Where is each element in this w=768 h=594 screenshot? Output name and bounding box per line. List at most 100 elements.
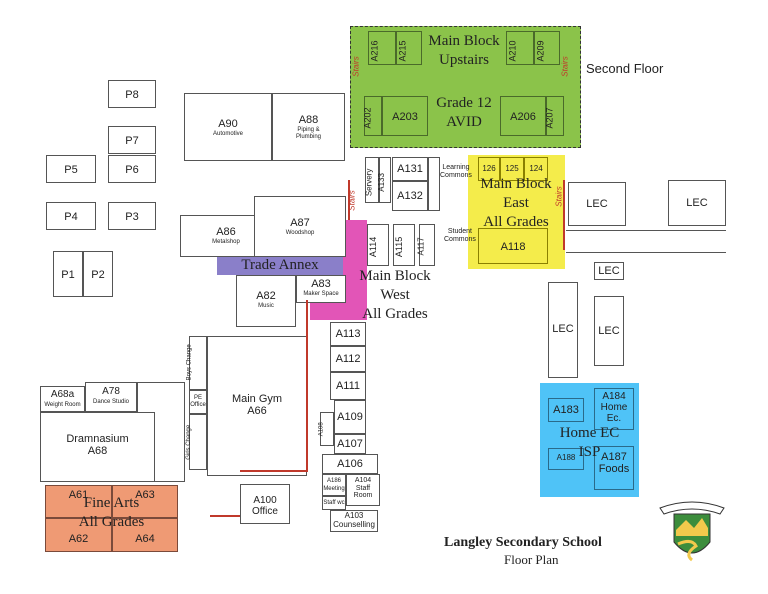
room-a109[interactable]: A109	[334, 400, 366, 434]
stairs-label: Stairs	[347, 190, 357, 211]
zone-east-title: Main Block East All Grades	[480, 176, 552, 230]
room-a216[interactable]: A216	[368, 31, 396, 65]
portable-p5[interactable]: P5	[46, 155, 96, 183]
room-number: A108	[318, 422, 325, 437]
school-crest-logo	[654, 498, 730, 568]
red-corridor-wall	[240, 470, 308, 472]
room-a61[interactable]: A61	[45, 485, 112, 518]
room-a83[interactable]: A83 Maker Space	[296, 275, 346, 303]
room-a68a[interactable]: A68a Weight Room	[40, 386, 85, 412]
room-number: A133	[376, 173, 386, 192]
room-a82[interactable]: A82 Music	[236, 275, 296, 327]
room-label: LEC	[598, 325, 620, 337]
room-a63[interactable]: A63	[112, 485, 178, 518]
room-number: A207	[544, 107, 555, 129]
room-boys-change[interactable]: Boys Change	[186, 336, 207, 390]
room-lec-3[interactable]: LEC	[594, 262, 624, 280]
room-label: LEC	[598, 265, 620, 277]
room-a106[interactable]: A106	[322, 454, 378, 474]
room-a187[interactable]: A187 Foods	[594, 446, 634, 490]
room-staff-wc[interactable]: Staff wc	[322, 496, 346, 510]
room-a66-main-gym[interactable]: Main Gym A66	[207, 336, 307, 476]
room-a78[interactable]: A78 Dance Studio	[85, 382, 137, 412]
room-124[interactable]: 124	[524, 157, 548, 181]
room-a186-meeting[interactable]: A186 Meeting	[322, 474, 346, 496]
room-number: A90	[218, 118, 238, 130]
room-a90[interactable]: A90 Automotive	[184, 93, 272, 161]
room-number: 124	[529, 164, 543, 173]
portable-p2[interactable]: P2	[83, 251, 113, 297]
room-a88[interactable]: A88 Piping & Plumbing	[272, 93, 345, 161]
room-a103-counselling[interactable]: A103 Counselling	[330, 510, 378, 532]
portable-p7[interactable]: P7	[108, 126, 156, 154]
room-number: A112	[335, 353, 361, 365]
room-a133[interactable]: A133	[376, 157, 391, 203]
room-label: Main Gym A66	[231, 393, 283, 418]
portable-p1[interactable]: P1	[53, 251, 83, 297]
room-a113[interactable]: A113	[330, 322, 366, 346]
room-a118[interactable]: A118	[478, 228, 548, 264]
room-label: PE Office	[190, 395, 206, 408]
room-a62[interactable]: A62	[45, 518, 112, 552]
room-name: Metalshop	[212, 239, 240, 245]
room-126[interactable]: 126	[478, 157, 500, 181]
zone-home-ec-title: Home EC ISP	[559, 425, 620, 460]
room-a183[interactable]: A183	[548, 398, 584, 422]
room-number: A83	[311, 278, 331, 290]
room-label: Staff wc	[323, 500, 345, 506]
room-lec-1[interactable]: LEC	[568, 182, 626, 226]
room-label: Boys Change	[186, 344, 193, 381]
room-number: A109	[337, 411, 363, 423]
room-a117[interactable]: A117	[417, 224, 435, 266]
red-corridor-wall	[563, 180, 565, 250]
zone-trade-title: Trade Annex	[241, 257, 319, 273]
room-label: Dramnasium A68	[66, 433, 129, 458]
room-lec-2[interactable]: LEC	[668, 180, 726, 226]
room-a207[interactable]: A207	[544, 96, 564, 136]
room-a64[interactable]: A64	[112, 518, 178, 552]
room-125[interactable]: 125	[500, 157, 524, 181]
room-a188[interactable]: A188	[548, 448, 584, 470]
room-label: LEC	[686, 197, 708, 209]
room-a108[interactable]: A108	[318, 412, 334, 446]
portable-p4[interactable]: P4	[46, 202, 96, 230]
stairs-label: Stairs	[560, 56, 570, 77]
room-label: A100 Office	[252, 495, 278, 517]
red-corridor-wall	[348, 180, 350, 220]
room-a104-staff-room[interactable]: A104 Staff Room	[346, 474, 380, 506]
room-a132[interactable]: A132	[392, 181, 428, 211]
zone-west-title: Main Block West All Grades	[359, 268, 431, 322]
room-small-rooms[interactable]	[428, 157, 440, 211]
room-a112[interactable]: A112	[330, 346, 366, 372]
portable-p6[interactable]: P6	[108, 155, 156, 183]
room-lec-4[interactable]: LEC	[594, 296, 624, 366]
room-lec-5[interactable]: LEC	[548, 282, 578, 378]
room-a215[interactable]: A215	[396, 31, 422, 65]
room-a100-office[interactable]: A100 Office	[240, 484, 290, 524]
room-a87[interactable]: A87 Woodshop	[254, 196, 346, 257]
portable-p3[interactable]: P3	[108, 202, 156, 230]
room-a131[interactable]: A131	[392, 157, 428, 181]
room-girls-change[interactable]: Girls Change	[186, 414, 207, 470]
room-a209[interactable]: A209	[534, 31, 560, 65]
portable-p8[interactable]: P8	[108, 80, 156, 108]
room-a68-dramnasium[interactable]: Dramnasium A68	[40, 412, 155, 482]
room-pe-office[interactable]: PE Office	[189, 390, 207, 414]
portable-label: P6	[125, 164, 139, 176]
room-a206[interactable]: A206	[500, 96, 546, 136]
portable-label: P2	[91, 269, 105, 281]
room-a114[interactable]: A114	[367, 224, 389, 266]
room-number: A209	[535, 40, 546, 62]
room-number: A216	[369, 40, 380, 62]
room-a111[interactable]: A111	[330, 372, 366, 400]
room-a107[interactable]: A107	[334, 434, 366, 454]
room-number: A118	[500, 241, 526, 253]
room-a202[interactable]: A202	[363, 96, 382, 136]
room-a184[interactable]: A184 Home Ec.	[594, 388, 634, 430]
room-servery[interactable]: Servery	[364, 157, 379, 203]
room-a203[interactable]: A203	[382, 96, 428, 136]
room-a115[interactable]: A115	[393, 224, 415, 266]
room-label: LEC	[586, 198, 608, 210]
second-floor-label: Second Floor	[586, 61, 664, 76]
room-a210[interactable]: A210	[506, 31, 534, 65]
